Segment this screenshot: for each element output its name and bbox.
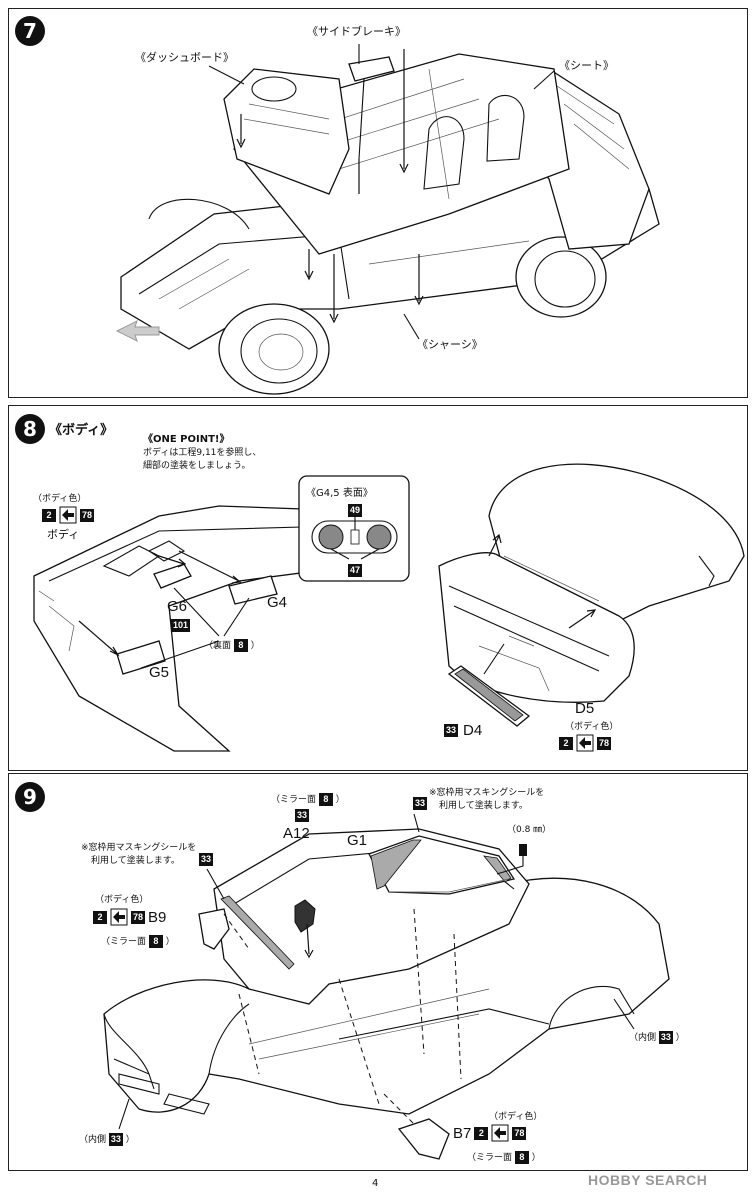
inner-left-color: 33 <box>108 1133 123 1146</box>
b9-mix-color-a: 2 <box>93 910 107 924</box>
body-color-mix: 2 78 <box>42 506 95 524</box>
b7-color-mix: B7 2 78 <box>453 1124 527 1142</box>
drill-size-label: （0.8 ㎜） <box>507 825 552 835</box>
step8-number: 8 <box>15 414 45 444</box>
a12-mirror-color: 8 <box>318 793 333 806</box>
d5-mix-color-b: 78 <box>597 736 612 750</box>
b7-mirror-note: （ミラー面 8 ） <box>467 1150 541 1164</box>
d5-mix-color-a: 2 <box>559 736 573 750</box>
one-point-line1: ボディは工程9,11を参照し、 <box>143 448 262 458</box>
mix-icon <box>59 506 77 524</box>
b9-mirror-close: ） <box>165 937 175 947</box>
part-g4-label: G4 <box>267 594 288 611</box>
part-g1-label: G1 <box>347 832 368 849</box>
step9-illustration <box>103 813 670 1160</box>
b9-mirror-note: （ミラー面 8 ） <box>101 934 175 948</box>
b9-mirror-label: （ミラー面 <box>101 937 147 947</box>
part-d5-label: D5 <box>575 700 595 717</box>
inner-right-label: （内側 <box>629 1033 657 1043</box>
step8-panel: 8 《ボディ》 《ONE POINT!》 ボディは工程9,11を参照し、 細部の… <box>8 405 748 771</box>
a12-color: 33 <box>295 809 310 822</box>
d5-body-color-label: （ボディ色） <box>565 722 619 732</box>
inner-right-close: ） <box>675 1033 685 1043</box>
step7-panel: 7 <box>8 8 748 398</box>
part-d4-label: D4 <box>463 722 483 739</box>
reverse-color: 8 <box>233 639 248 652</box>
b7-body-color-label: （ボディ色） <box>489 1112 543 1122</box>
b7-mirror-close: ） <box>531 1153 541 1163</box>
part-g6-color: 101 <box>171 619 191 632</box>
g1-mask-color: 33 <box>413 797 428 810</box>
b7-mix-color-b: 78 <box>512 1126 527 1140</box>
b7-mix-color-a: 2 <box>474 1126 489 1140</box>
page-number: 4 <box>372 1178 379 1189</box>
inset-title: 《G4,5 表面》 <box>306 488 373 499</box>
inner-left-label: （内側 <box>79 1135 107 1145</box>
mask-note-right-1: ※窓枠用マスキングシールを <box>429 788 545 798</box>
a12-mirror-label: （ミラー面 <box>271 795 317 805</box>
mask-note-right-2: 利用して塗装します。 <box>439 801 528 811</box>
dashboard-label: 《ダッシュボード》 <box>135 51 234 64</box>
step7-chassis-illustration <box>115 44 660 395</box>
d5-color-mix: 2 78 <box>559 734 612 752</box>
b9-mix-color-b: 78 <box>131 910 146 924</box>
mix-icon <box>576 734 594 752</box>
one-point-line2: 細部の塗装をしましょう。 <box>143 461 251 471</box>
step9-panel: 9 <box>8 773 748 1171</box>
chassis-label: 《シャーシ》 <box>417 338 483 351</box>
part-g6-label: G6 <box>167 598 188 615</box>
part-g5-label: G5 <box>149 664 170 681</box>
step8-illustration <box>33 463 745 752</box>
part-d4-color: 33 <box>444 724 459 737</box>
step8-title: 《ボディ》 <box>49 423 114 438</box>
b7-mirror-label: （ミラー面 <box>467 1153 513 1163</box>
inner-left-close: ） <box>125 1135 135 1145</box>
b9-mirror-color: 8 <box>148 935 163 948</box>
part-b7-label: B7 <box>453 1124 472 1142</box>
part-b9-label: B9 <box>148 908 167 926</box>
part-a12-label: A12 <box>283 825 310 842</box>
seat-label: 《シート》 <box>559 59 614 72</box>
inset-top-color: 49 <box>348 504 363 517</box>
body-label: ボディ <box>47 528 80 541</box>
b9-color-mix: 2 78 B9 <box>93 908 166 926</box>
mix-icon <box>110 908 128 926</box>
reverse-close: ） <box>250 641 260 651</box>
inner-right-color: 33 <box>658 1031 673 1044</box>
inner-right-note: （内側 33 ） <box>629 1030 685 1044</box>
reverse-side-note: （裏面 8 ） <box>204 638 260 652</box>
inset-bottom-color: 47 <box>348 564 363 577</box>
mix-color-a: 2 <box>42 508 56 522</box>
left-mask-color: 33 <box>199 853 214 866</box>
body-color-label: （ボディ色） <box>33 494 87 504</box>
mask-note-left-2: 利用して塗装します。 <box>91 856 180 866</box>
b9-body-color-label: （ボディ色） <box>95 895 149 905</box>
side-brake-label: 《サイドブレーキ》 <box>307 25 406 38</box>
mask-note-left-1: ※窓枠用マスキングシールを <box>81 843 197 853</box>
step7-number: 7 <box>15 16 45 46</box>
step9-number: 9 <box>15 782 45 812</box>
one-point-title: 《ONE POINT!》 <box>143 434 230 445</box>
mix-icon <box>491 1124 509 1142</box>
a12-mirror-note: （ミラー面 8 ） <box>271 792 345 806</box>
watermark-text: HOBBY SEARCH <box>588 1172 708 1188</box>
b7-mirror-color: 8 <box>514 1151 529 1164</box>
reverse-label: （裏面 <box>204 641 232 651</box>
a12-mirror-close: ） <box>335 795 345 805</box>
mix-color-b: 78 <box>80 508 95 522</box>
inner-left-note: （内側 33 ） <box>79 1132 135 1146</box>
